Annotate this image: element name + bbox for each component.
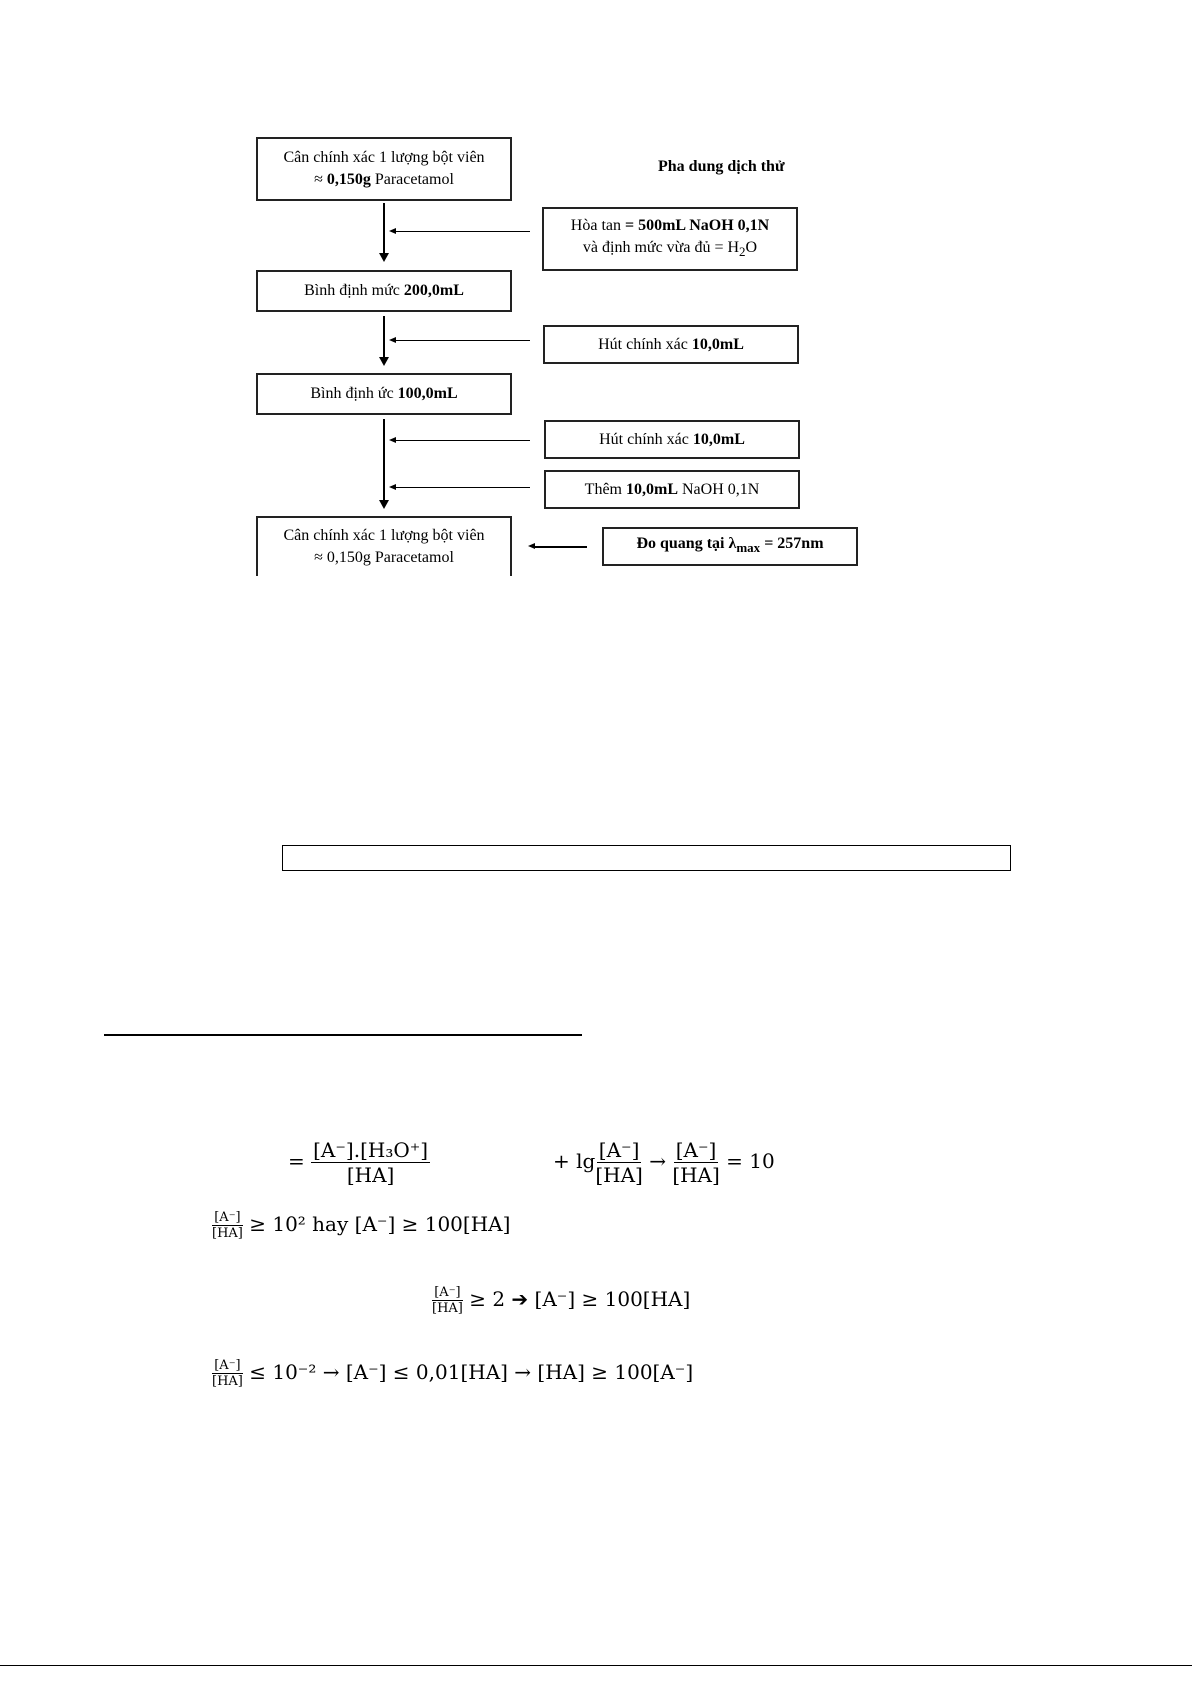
numerator: [A⁻] [432, 1285, 463, 1301]
label: và định mức vừa đủ = H [582, 238, 740, 256]
plus-lg: + lg [553, 1149, 596, 1173]
empty-answer-box [282, 845, 1011, 871]
approx: ≈ [314, 171, 327, 188]
fraction: [A⁻][HA] [212, 1358, 243, 1389]
label: Hút chính xác [599, 430, 693, 448]
step-final: Cân chính xác 1 lượng bột viên ≈ 0,150g … [256, 516, 512, 576]
label: O [745, 238, 758, 256]
inequality-1: [A⁻][HA] ≥ 10² hay [A⁻] ≥ 100[HA] [212, 1210, 510, 1241]
reagent: = 500mL NaOH 0,1N [624, 216, 770, 234]
step-flask-200: Bình định mức 200,0mL [256, 270, 512, 312]
step-text: Cân chính xác 1 lượng bột viên [283, 149, 485, 166]
arrow-down-icon [379, 316, 389, 366]
fraction: [A⁻][HA] [672, 1138, 720, 1187]
numerator: [A⁻] [212, 1358, 243, 1374]
numerator: [A⁻] [673, 1138, 719, 1163]
side-pipette-1: Hút chính xác 10,0mL [543, 325, 799, 364]
label: Hòa tan [570, 216, 625, 234]
label: Hút chính xác [598, 335, 692, 353]
step-text: ≈ 0,150g Paracetamol [314, 549, 454, 566]
section-underline [104, 1034, 582, 1036]
step-flask-100: Bình định ức 100,0mL [256, 373, 512, 415]
side-pipette-2: Hút chính xác 10,0mL [544, 420, 800, 459]
mass: 0,150g [326, 171, 371, 188]
reagent: NaOH 0,1N [678, 480, 760, 498]
fraction: [A⁻][HA] [595, 1138, 643, 1187]
volume: 200,0mL [403, 282, 464, 299]
flowchart-title: Pha dung dịch thử [658, 158, 785, 175]
fraction: [A⁻].[H₃O⁺][HA] [311, 1138, 431, 1187]
denominator: [HA] [212, 1226, 243, 1241]
inequality-text: ≥ 2 ➔ [A⁻] ≥ 100[HA] [469, 1287, 691, 1311]
inequality-2: [A⁻][HA] ≥ 2 ➔ [A⁻] ≥ 100[HA] [432, 1285, 690, 1316]
inequality-3: [A⁻][HA] ≤ 10⁻² → [A⁻] ≤ 0,01[HA] → [HA]… [212, 1358, 693, 1389]
side-dissolve: Hòa tan = 500mL NaOH 0,1N và định mức vừ… [542, 207, 798, 271]
denominator: [HA] [595, 1163, 643, 1187]
label: Bình định mức [304, 282, 404, 299]
equation-ka: = [A⁻].[H₃O⁺][HA] [288, 1138, 431, 1187]
numerator: [A⁻].[H₃O⁺] [311, 1138, 431, 1163]
substance: Paracetamol [370, 171, 454, 188]
subscript: 2 [739, 244, 746, 260]
equals-value: = 10 [726, 1149, 775, 1173]
label: Đo quang tại λ [636, 535, 737, 553]
volume: 100,0mL [397, 385, 458, 402]
fraction: [A⁻][HA] [212, 1210, 243, 1241]
side-measure: Đo quang tại λmax = 257nm [602, 527, 858, 566]
volume: 10,0mL [692, 430, 745, 448]
label: Thêm [584, 480, 626, 498]
inequality-text: ≤ 10⁻² → [A⁻] ≤ 0,01[HA] → [HA] ≥ 100[A⁻… [249, 1360, 694, 1384]
denominator: [HA] [212, 1374, 243, 1389]
numerator: [A⁻] [212, 1210, 243, 1226]
arrow-left-icon [389, 437, 530, 443]
inequality-text: ≥ 10² hay [A⁻] ≥ 100[HA] [249, 1212, 511, 1236]
side-add-naoh: Thêm 10,0mL NaOH 0,1N [544, 470, 800, 509]
arrow-left-icon [389, 484, 530, 490]
step-text: Cân chính xác 1 lượng bột viên [283, 527, 485, 544]
numerator: [A⁻] [596, 1138, 642, 1163]
volume: 10,0mL [691, 335, 744, 353]
wavelength: = 257nm [760, 535, 824, 553]
arrow-down-icon [379, 203, 389, 262]
equals: = [288, 1149, 305, 1173]
denominator: [HA] [346, 1163, 395, 1187]
arrow-left-icon [528, 543, 587, 549]
volume: 10,0mL [626, 480, 678, 498]
arrow: → [649, 1149, 666, 1173]
denominator: [HA] [672, 1163, 720, 1187]
denominator: [HA] [432, 1301, 463, 1316]
arrow-down-icon [379, 419, 389, 509]
subscript: max [736, 540, 761, 556]
equation-ph: + lg[A⁻][HA] → [A⁻][HA] = 10 [553, 1138, 775, 1187]
arrow-left-icon [389, 337, 530, 343]
fraction: [A⁻][HA] [432, 1285, 463, 1316]
footer-rule [0, 1665, 1192, 1666]
step-weigh: Cân chính xác 1 lượng bột viên ≈ 0,150g … [256, 137, 512, 201]
label: Bình định ức [310, 385, 398, 402]
arrow-left-icon [389, 228, 530, 234]
